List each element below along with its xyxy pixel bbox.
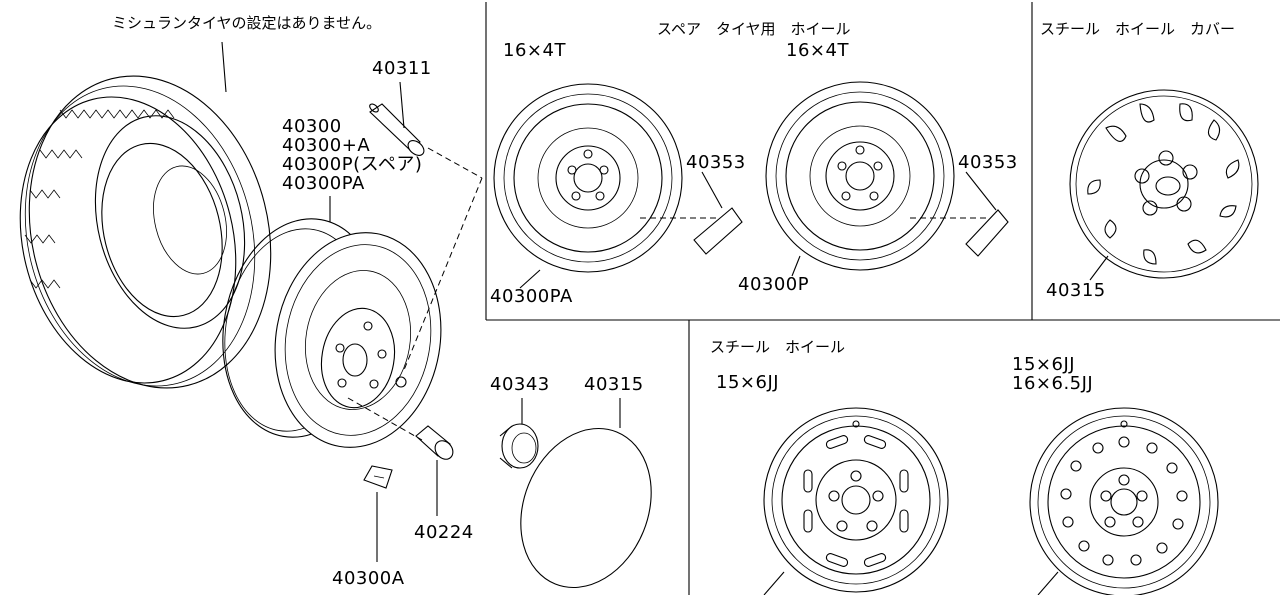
part-balance-weight-label: 40300A	[332, 568, 405, 589]
note-michelin: ミシュランタイヤの設定はありません。	[112, 14, 381, 32]
wheel-cover-left-drawing	[520, 427, 652, 589]
center-cap-drawing	[499, 423, 539, 469]
wheel-cover-right-drawing	[1069, 89, 1259, 281]
steel-section-title: スチール ホイール	[710, 338, 845, 356]
tire-drawing	[19, 75, 272, 389]
balance-weight-drawing	[363, 465, 393, 489]
spare-wheel-pa-drawing	[493, 83, 728, 273]
nut-drawing	[415, 425, 454, 460]
steel-size-b2: 16×6.5JJ	[1012, 373, 1093, 394]
leader-lines-left	[221, 41, 621, 562]
spare-weight-1-drawing	[693, 207, 743, 255]
part-spare-pa-label: 40300PA	[490, 286, 573, 307]
part-wheel-cover-right-label: 40315	[1046, 280, 1106, 301]
part-wheel-label-4: 40300PA	[282, 173, 365, 194]
labels-cover: スチール ホイール カバー 40315	[1040, 20, 1235, 301]
section-frames	[485, 2, 1280, 595]
wheel-drawing	[222, 218, 442, 448]
valve-drawing	[369, 103, 425, 156]
part-spare-weight-1-label: 40353	[686, 152, 746, 173]
spare-size-b: 16×4T	[786, 40, 849, 61]
steel-size-a: 15×6JJ	[716, 372, 779, 393]
leader-lines-spare	[519, 171, 997, 289]
part-wheel-label-3: 40300P(スペア)	[282, 154, 422, 175]
spare-section-title: スペア タイヤ用 ホイール	[657, 20, 851, 38]
cover-section-title: スチール ホイール カバー	[1040, 20, 1235, 38]
steel-size-b1: 15×6JJ	[1012, 354, 1075, 375]
labels-spare: スペア タイヤ用 ホイール 16×4T 16×4T 40353 40353 40…	[490, 20, 1018, 307]
steel-wheel-a-drawing	[763, 407, 949, 595]
part-spare-weight-2-label: 40353	[958, 152, 1018, 173]
steel-wheel-b-drawing	[1029, 407, 1219, 595]
part-spare-p-label: 40300P	[738, 274, 809, 295]
part-wheel-label-2: 40300+A	[282, 135, 370, 156]
part-nut-label: 40224	[414, 522, 474, 543]
spare-wheel-p-drawing	[765, 81, 1000, 271]
labels-left: ミシュランタイヤの設定はありません。 40311 40300 40300+A 4…	[112, 14, 644, 589]
part-wheel-cover-left-label: 40315	[584, 374, 644, 395]
part-wheel-label-1: 40300	[282, 116, 342, 137]
spare-weight-2-drawing	[965, 209, 1009, 257]
part-center-cap-label: 40343	[490, 374, 550, 395]
spare-size-a: 16×4T	[503, 40, 566, 61]
part-valve-label: 40311	[372, 58, 432, 79]
labels-steel: スチール ホイール 15×6JJ 15×6JJ 16×6.5JJ	[710, 338, 1093, 394]
